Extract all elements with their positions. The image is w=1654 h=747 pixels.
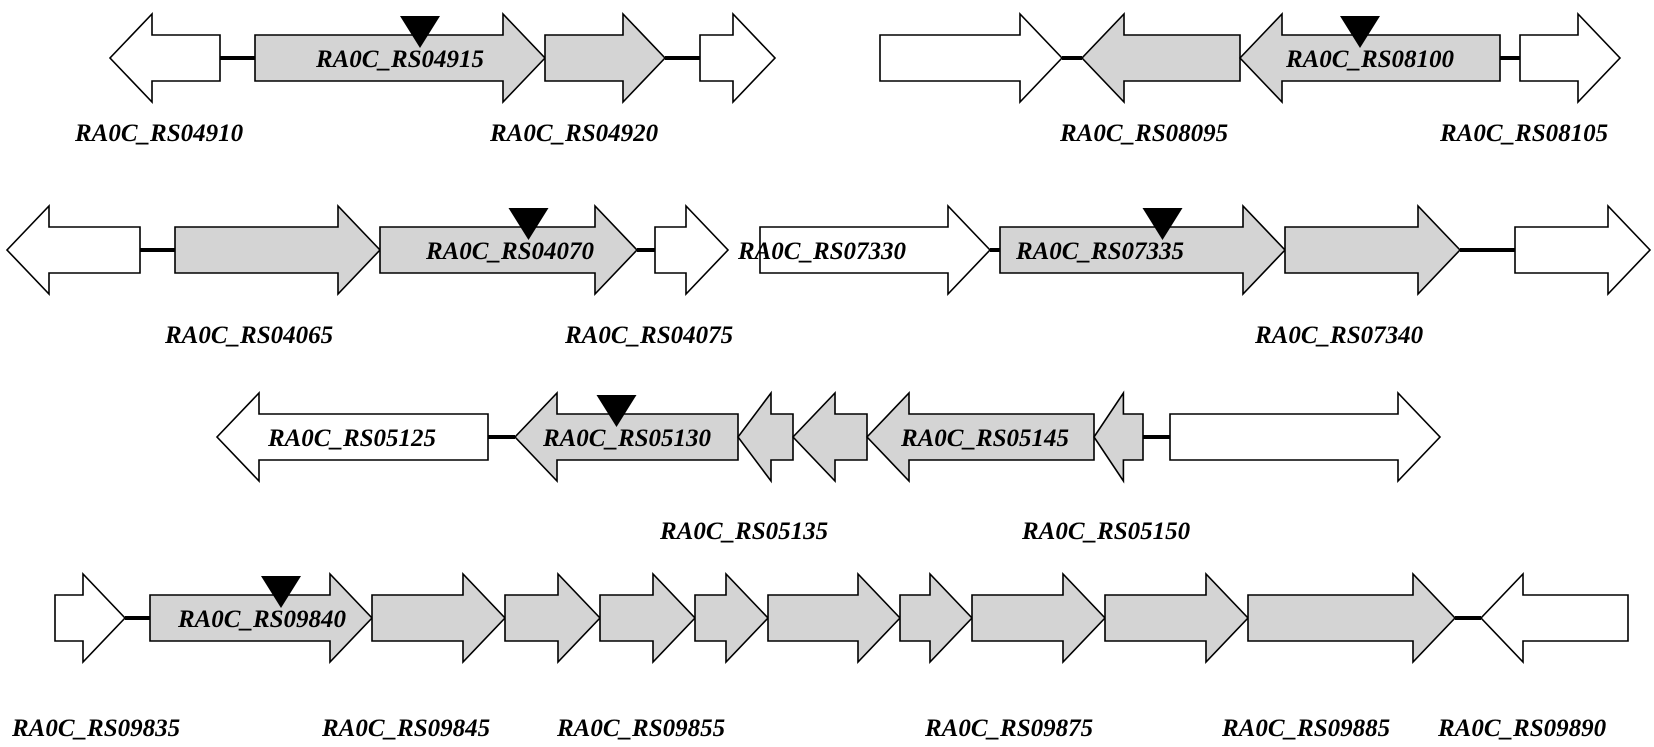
- gene-label: RA0C_RS07335: [1015, 238, 1184, 265]
- gene-label: RA0C_RS09845: [321, 715, 490, 742]
- gene-arrow: [5, 204, 141, 296]
- gene-arrow-ra0c-rs09845: [371, 572, 507, 664]
- gene-arrow-ra0c-rs05150: [1093, 390, 1144, 484]
- gene-arrow-ra0c-rs04065: [174, 204, 382, 296]
- gene-arrow-ra0c-rs07335: [999, 204, 1287, 296]
- gene-label: RA0C_RS09875: [924, 715, 1093, 742]
- insertion-marker: [508, 208, 549, 240]
- gene-arrow: [504, 572, 602, 664]
- gene-arrow-ra0c-rs04920: [544, 12, 667, 104]
- gene-label: RA0C_RS04075: [564, 322, 733, 349]
- gene-arrow-ra0c-rs05135: [737, 390, 794, 484]
- gene-arrow-ra0c-rs08105: [1519, 12, 1622, 104]
- gene-arrow: [699, 12, 777, 104]
- gene-label: RA0C_RS05130: [542, 425, 712, 452]
- gene-arrow-ra0c-rs08100: [1238, 12, 1501, 104]
- gene-arrow: [1104, 572, 1250, 664]
- gene-arrow-ra0c-rs09890: [1479, 572, 1629, 664]
- gene-label: RA0C_RS09890: [1437, 715, 1607, 742]
- gene-arrow: [899, 572, 974, 664]
- gene-arrow-ra0c-rs05145: [865, 391, 1095, 483]
- gene-arrow-ra0c-rs04915: [254, 12, 547, 104]
- gene-arrow-ra0c-rs09855: [599, 572, 697, 664]
- gene-arrow-ra0c-rs09840: [149, 572, 374, 664]
- gene-arrow-ra0c-rs05125: [215, 391, 489, 483]
- gene-arrow-ra0c-rs08095: [1080, 12, 1241, 104]
- insertion-marker: [596, 395, 637, 427]
- gene-arrow: [767, 572, 902, 664]
- gene-label: RA0C_RS04065: [164, 322, 333, 349]
- gene-arrow-ra0c-rs07330: [759, 204, 992, 296]
- insertion-marker: [400, 16, 440, 48]
- insertion-marker: [261, 576, 301, 608]
- gene-label: RA0C_RS07340: [1254, 322, 1424, 349]
- gene-label: RA0C_RS04070: [425, 238, 595, 265]
- gene-label: RA0C_RS05145: [900, 425, 1069, 452]
- gene-arrow: [791, 391, 868, 483]
- gene-arrow: [879, 12, 1064, 104]
- gene-label: RA0C_RS05125: [267, 425, 436, 452]
- insertion-marker: [1340, 16, 1380, 48]
- gene-arrow-ra0c-rs04910: [108, 12, 221, 104]
- gene-arrow: [1169, 391, 1442, 483]
- gene-label: RA0C_RS09840: [177, 606, 347, 633]
- gene-arrow-ra0c-rs09875: [971, 572, 1107, 664]
- gene-arrow-ra0c-rs07340: [1284, 204, 1462, 296]
- gene-label: RA0C_RS08095: [1059, 120, 1228, 147]
- gene-label: RA0C_RS04920: [489, 120, 659, 147]
- gene-label: RA0C_RS04915: [315, 46, 484, 73]
- gene-label: RA0C_RS07330: [737, 238, 907, 265]
- gene-label: RA0C_RS05150: [1021, 518, 1191, 545]
- gene-arrow-ra0c-rs09885: [1247, 572, 1457, 664]
- gene-label: RA0C_RS05135: [659, 518, 828, 545]
- gene-arrow-ra0c-rs04070: [379, 204, 639, 296]
- gene-label: RA0C_RS04910: [74, 120, 244, 147]
- gene-label: RA0C_RS09885: [1221, 715, 1390, 742]
- gene-arrow: [694, 572, 770, 664]
- gene-label: RA0C_RS09855: [556, 715, 725, 742]
- gene-arrow-ra0c-rs05130: [513, 391, 739, 483]
- gene-label: RA0C_RS09835: [11, 715, 180, 742]
- gene-arrow-ra0c-rs09835: [54, 572, 127, 664]
- gene-label: RA0C_RS08100: [1285, 46, 1455, 73]
- insertion-marker: [1142, 208, 1183, 240]
- gene-arrow-ra0c-rs04075: [654, 204, 730, 296]
- gene-label: RA0C_RS08105: [1439, 120, 1608, 147]
- gene-arrow: [1514, 204, 1652, 296]
